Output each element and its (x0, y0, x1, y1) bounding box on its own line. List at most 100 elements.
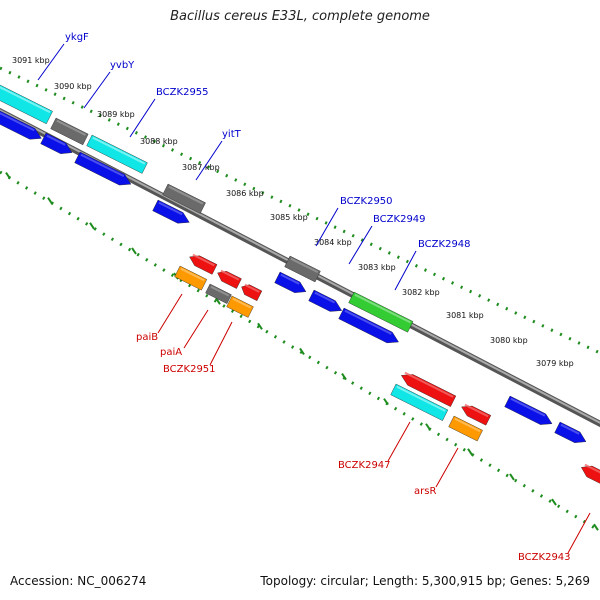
gene-feature-10 (274, 271, 307, 293)
gene-label-bczk2948: BCZK2948 (418, 239, 471, 250)
ruler-tick (257, 322, 263, 330)
ruler-label: 3079 kbp (536, 359, 574, 368)
ruler-tick (593, 523, 599, 531)
gene-feature-shine-22 (404, 371, 454, 398)
gene-feature-22 (400, 374, 457, 407)
gene-feature-shine-10 (280, 273, 300, 285)
gene-feature-9 (284, 255, 321, 283)
gene-label-bczk2950: BCZK2950 (340, 196, 393, 207)
gene-feature-shine-24 (464, 403, 489, 418)
gene-feature-16 (189, 255, 218, 275)
ruler-label: 3090 kbp (54, 82, 92, 91)
gene-feature-shine-2 (0, 112, 35, 132)
ruler-tick (383, 398, 389, 406)
ruler-label: 3084 kbp (314, 238, 352, 247)
gene-feature-7 (162, 183, 206, 214)
gene-label-bczk2949: BCZK2949 (373, 214, 426, 225)
gene-feature-shine-17 (220, 269, 240, 281)
ruler-label: 3086 kbp (226, 189, 264, 198)
ruler-tick (215, 297, 221, 305)
gene-feature-shine-1 (0, 86, 51, 114)
gene-label-bczk2947: BCZK2947 (338, 460, 391, 471)
gene-feature-shine-11 (314, 291, 336, 304)
ruler-label: 3083 kbp (358, 263, 396, 272)
gene-feature-shine-21 (232, 297, 252, 309)
gene-feature-shine-9 (290, 257, 319, 273)
gene-label-bczk2951: BCZK2951 (163, 364, 216, 375)
ruler-tick (5, 172, 11, 180)
gene-feature-3 (50, 117, 89, 146)
gene-feature-shine-25 (454, 417, 481, 433)
gene-label-paib: paiB (136, 332, 158, 343)
genome-summary: Topology: circular; Length: 5,300,915 bp… (260, 574, 590, 588)
ruler-tick (299, 347, 305, 355)
gene-leader-line (83, 71, 111, 109)
gene-leader-line (209, 321, 233, 366)
gene-feature-13 (338, 307, 399, 344)
ruler-label: 3087 kbp (182, 163, 220, 172)
gene-feature-18 (241, 284, 263, 302)
gene-feature-11 (308, 289, 343, 312)
gene-label-bczk2955: BCZK2955 (156, 87, 209, 98)
accession-label: Accession: NC_006274 (10, 574, 147, 588)
gene-feature-shine-19 (180, 267, 205, 282)
ruler-tick (467, 448, 473, 456)
gene-feature-shine-12 (354, 293, 411, 324)
map-title: Bacillus cereus E33L, complete genome (170, 9, 430, 24)
gene-leader-line (129, 98, 156, 138)
gene-feature-shine-8 (158, 201, 183, 216)
gene-feature-5 (86, 134, 148, 174)
gene-feature-21 (226, 295, 254, 318)
gene-feature-shine-23 (396, 385, 446, 412)
gene-leader-line (348, 225, 373, 265)
gene-leader-line (183, 309, 209, 349)
gene-feature-24 (461, 405, 492, 426)
gene-label-yvby: yvbY (110, 60, 135, 71)
ruler-tick (341, 372, 347, 381)
gene-feature-shine-4 (46, 134, 66, 146)
gene-feature-shine-6 (80, 153, 125, 178)
gene-feature-6 (74, 151, 132, 186)
gene-leader-line (394, 250, 417, 291)
gene-feature-23 (390, 383, 449, 421)
ruler-label: 3085 kbp (270, 213, 308, 222)
ruler-label: 3088 kbp (140, 137, 178, 146)
gene-leader-line (37, 43, 65, 81)
gene-feature-20 (205, 283, 232, 304)
gene-feature-12 (348, 291, 414, 333)
gene-label-ykgf: ykgF (65, 32, 89, 43)
gene-leader-line (567, 512, 591, 554)
gene-feature-8 (152, 199, 190, 224)
ruler-label: 3091 kbp (12, 56, 50, 65)
ruler-tick (551, 498, 557, 506)
ruler-tick (509, 473, 515, 481)
ruler-track-upper (0, 66, 600, 355)
gene-feature-shine-5 (92, 136, 146, 165)
ruler-tick (47, 197, 53, 205)
gene-feature-14 (504, 395, 553, 425)
gene-feature-15 (554, 421, 587, 443)
ruler-label: 3080 kbp (490, 336, 528, 345)
gene-label-yitt: yitT (222, 129, 242, 140)
gene-feature-shine-26 (584, 463, 600, 474)
gene-feature-shine-18 (244, 283, 260, 293)
ruler-label: 3089 kbp (97, 110, 135, 119)
ruler-label: 3082 kbp (402, 288, 440, 297)
gene-leader-line (195, 140, 223, 181)
ruler-tick (425, 423, 431, 431)
ruler-label: 3081 kbp (446, 311, 484, 320)
gene-leader-line (435, 447, 459, 488)
gene-feature-shine-13 (344, 309, 392, 335)
gene-leader-line (315, 207, 339, 247)
gene-label-paia: paiA (160, 347, 182, 358)
gene-leader-line (157, 293, 183, 334)
gene-feature-17 (217, 271, 242, 289)
gene-feature-shine-14 (510, 397, 546, 417)
ruler-tick (131, 247, 137, 255)
gene-feature-shine-16 (192, 253, 215, 267)
gene-leader-line (387, 421, 411, 462)
gene-label-arsr: arsR (414, 486, 436, 497)
gene-feature-19 (174, 265, 208, 291)
